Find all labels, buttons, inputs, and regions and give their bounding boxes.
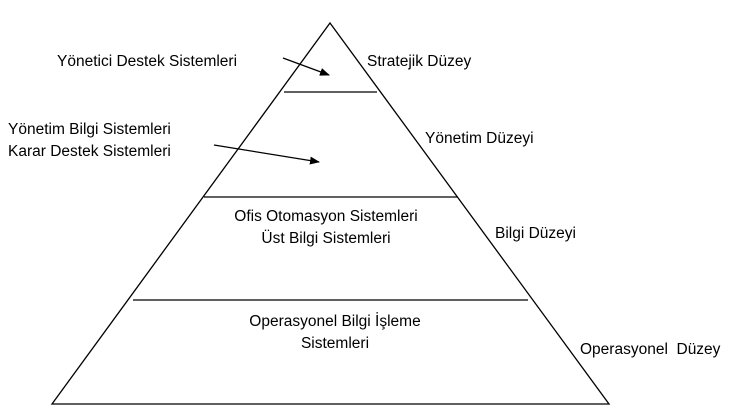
arrow-decision-support bbox=[213, 144, 320, 165]
arrow-executive-support bbox=[282, 57, 330, 76]
label-transaction-processing-systems-2: Sistemleri bbox=[301, 335, 369, 352]
label-executive-support-systems: Yönetici Destek Sistemleri bbox=[57, 53, 237, 70]
label-management-information-systems: Yönetim Bilgi Sistemleri bbox=[8, 121, 171, 138]
label-knowledge-work-systems: Üst Bilgi Sistemleri bbox=[261, 229, 390, 247]
level-knowledge: Bilgi Düzeyi bbox=[495, 225, 576, 242]
label-decision-support-systems: Karar Destek Sistemleri bbox=[8, 143, 171, 160]
level-operational: Operasyonel Düzey bbox=[580, 341, 721, 358]
level-strategic: Stratejik Düzey bbox=[367, 53, 471, 70]
pyramid-outline bbox=[50, 21, 611, 405]
label-office-automation-systems: Ofis Otomasyon Sistemleri bbox=[234, 208, 417, 225]
label-transaction-processing-systems: Operasyonel Bilgi İşleme bbox=[249, 312, 420, 330]
level-management: Yönetim Düzeyi bbox=[425, 130, 534, 147]
